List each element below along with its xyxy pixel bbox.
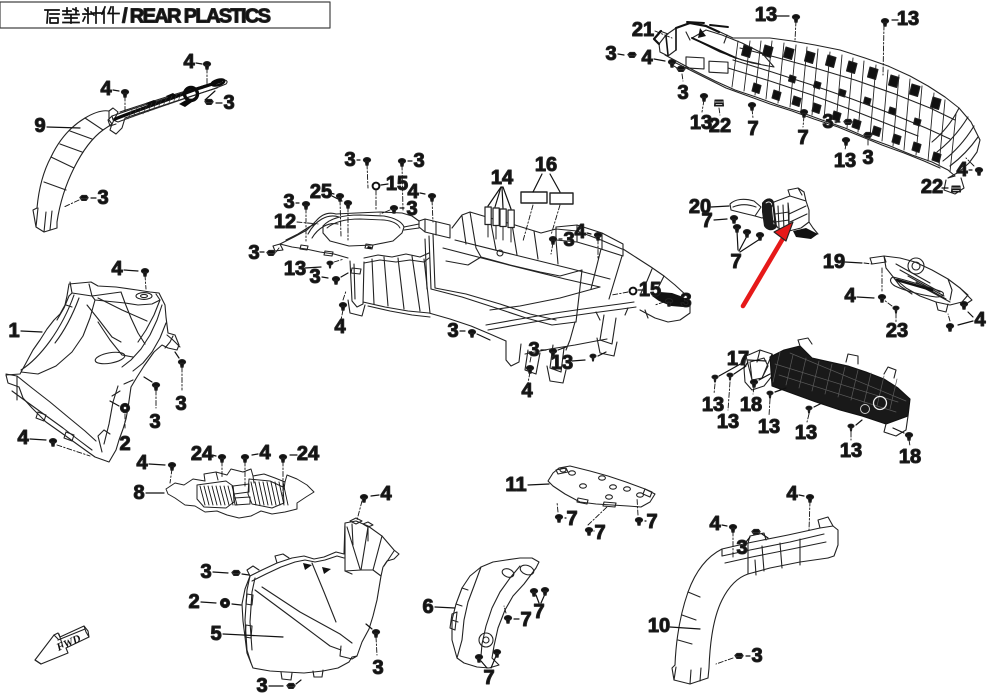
svg-text:4: 4 [407, 181, 419, 203]
svg-text:13: 13 [795, 422, 817, 444]
svg-text:9: 9 [34, 115, 45, 137]
svg-text:3: 3 [309, 266, 320, 288]
svg-text:14: 14 [491, 167, 514, 189]
svg-text:3: 3 [283, 191, 294, 213]
svg-text:3: 3 [563, 229, 574, 251]
svg-text:11: 11 [505, 474, 526, 496]
svg-text:4: 4 [844, 285, 856, 307]
svg-text:3: 3 [413, 150, 424, 172]
svg-text:3: 3 [528, 339, 539, 361]
svg-text:4: 4 [334, 316, 346, 338]
svg-text:7: 7 [797, 127, 808, 149]
svg-text:4: 4 [111, 258, 123, 280]
svg-text:3: 3 [97, 187, 108, 209]
svg-text:4: 4 [709, 513, 721, 535]
svg-text:4: 4 [786, 483, 798, 505]
svg-text:3: 3 [680, 290, 691, 312]
svg-text:10: 10 [648, 615, 670, 637]
svg-text:18: 18 [740, 394, 762, 416]
svg-text:3: 3 [149, 411, 160, 433]
svg-text:3: 3 [256, 675, 267, 693]
svg-text:3: 3 [344, 149, 355, 171]
svg-text:21: 21 [632, 19, 654, 41]
svg-text:13: 13 [897, 8, 919, 30]
svg-text:4: 4 [100, 78, 112, 100]
svg-text:7: 7 [520, 609, 531, 631]
svg-text:4: 4 [521, 380, 533, 402]
svg-text:7: 7 [730, 251, 741, 273]
svg-text:3: 3 [223, 92, 234, 114]
svg-text:13: 13 [755, 4, 777, 26]
svg-text:3: 3 [605, 43, 616, 65]
svg-text:5: 5 [210, 623, 221, 645]
svg-text:18: 18 [899, 446, 921, 468]
svg-text:7: 7 [483, 667, 494, 689]
svg-text:13: 13 [551, 352, 573, 374]
svg-text:2: 2 [188, 591, 199, 613]
svg-text:3: 3 [751, 645, 762, 667]
svg-text:4: 4 [17, 427, 29, 449]
svg-text:3: 3 [372, 657, 383, 679]
svg-text:13: 13 [702, 394, 724, 416]
svg-text:22: 22 [921, 176, 943, 198]
svg-text:22: 22 [709, 115, 731, 137]
svg-text:4: 4 [380, 483, 392, 505]
svg-text:4: 4 [974, 309, 986, 331]
svg-text:12: 12 [274, 211, 296, 233]
svg-text:3: 3 [736, 537, 747, 559]
svg-text:1: 1 [8, 320, 19, 342]
svg-text:4: 4 [183, 51, 195, 73]
svg-text:2: 2 [119, 433, 130, 455]
svg-text:23: 23 [886, 320, 908, 342]
svg-text:4: 4 [259, 442, 271, 464]
svg-text:20: 20 [689, 196, 711, 218]
svg-text:4: 4 [641, 47, 653, 69]
svg-text:3: 3 [175, 393, 186, 415]
svg-text:/ REAR PLASTICS: / REAR PLASTICS [122, 6, 271, 28]
svg-text:3: 3 [200, 561, 211, 583]
svg-text:13: 13 [717, 411, 739, 433]
svg-text:4: 4 [956, 159, 968, 181]
svg-text:19: 19 [823, 251, 845, 273]
svg-text:8: 8 [133, 482, 144, 504]
svg-text:17: 17 [727, 348, 749, 370]
svg-text:25: 25 [310, 181, 332, 203]
svg-text:4: 4 [574, 221, 586, 243]
svg-text:15: 15 [639, 279, 661, 301]
svg-text:13: 13 [284, 258, 306, 280]
svg-text:7: 7 [646, 511, 657, 533]
svg-text:16: 16 [535, 154, 557, 176]
svg-text:13: 13 [834, 150, 856, 172]
svg-text:24: 24 [297, 443, 320, 465]
svg-text:13: 13 [690, 112, 712, 134]
svg-text:13: 13 [758, 416, 780, 438]
svg-text:3: 3 [248, 242, 259, 264]
svg-text:3: 3 [822, 111, 833, 133]
svg-text:7: 7 [701, 210, 712, 232]
svg-text:24: 24 [191, 443, 214, 465]
svg-text:7: 7 [594, 522, 605, 544]
svg-text:6: 6 [422, 596, 433, 618]
svg-text:3: 3 [862, 147, 873, 169]
svg-text:7: 7 [533, 601, 544, 623]
svg-text:15: 15 [386, 173, 408, 195]
svg-text:7: 7 [566, 508, 577, 530]
svg-text:3: 3 [447, 320, 458, 342]
svg-text:3: 3 [677, 82, 688, 104]
svg-text:7: 7 [747, 118, 758, 140]
svg-text:4: 4 [136, 452, 148, 474]
svg-text:13: 13 [840, 440, 862, 462]
svg-text:3: 3 [406, 198, 417, 220]
